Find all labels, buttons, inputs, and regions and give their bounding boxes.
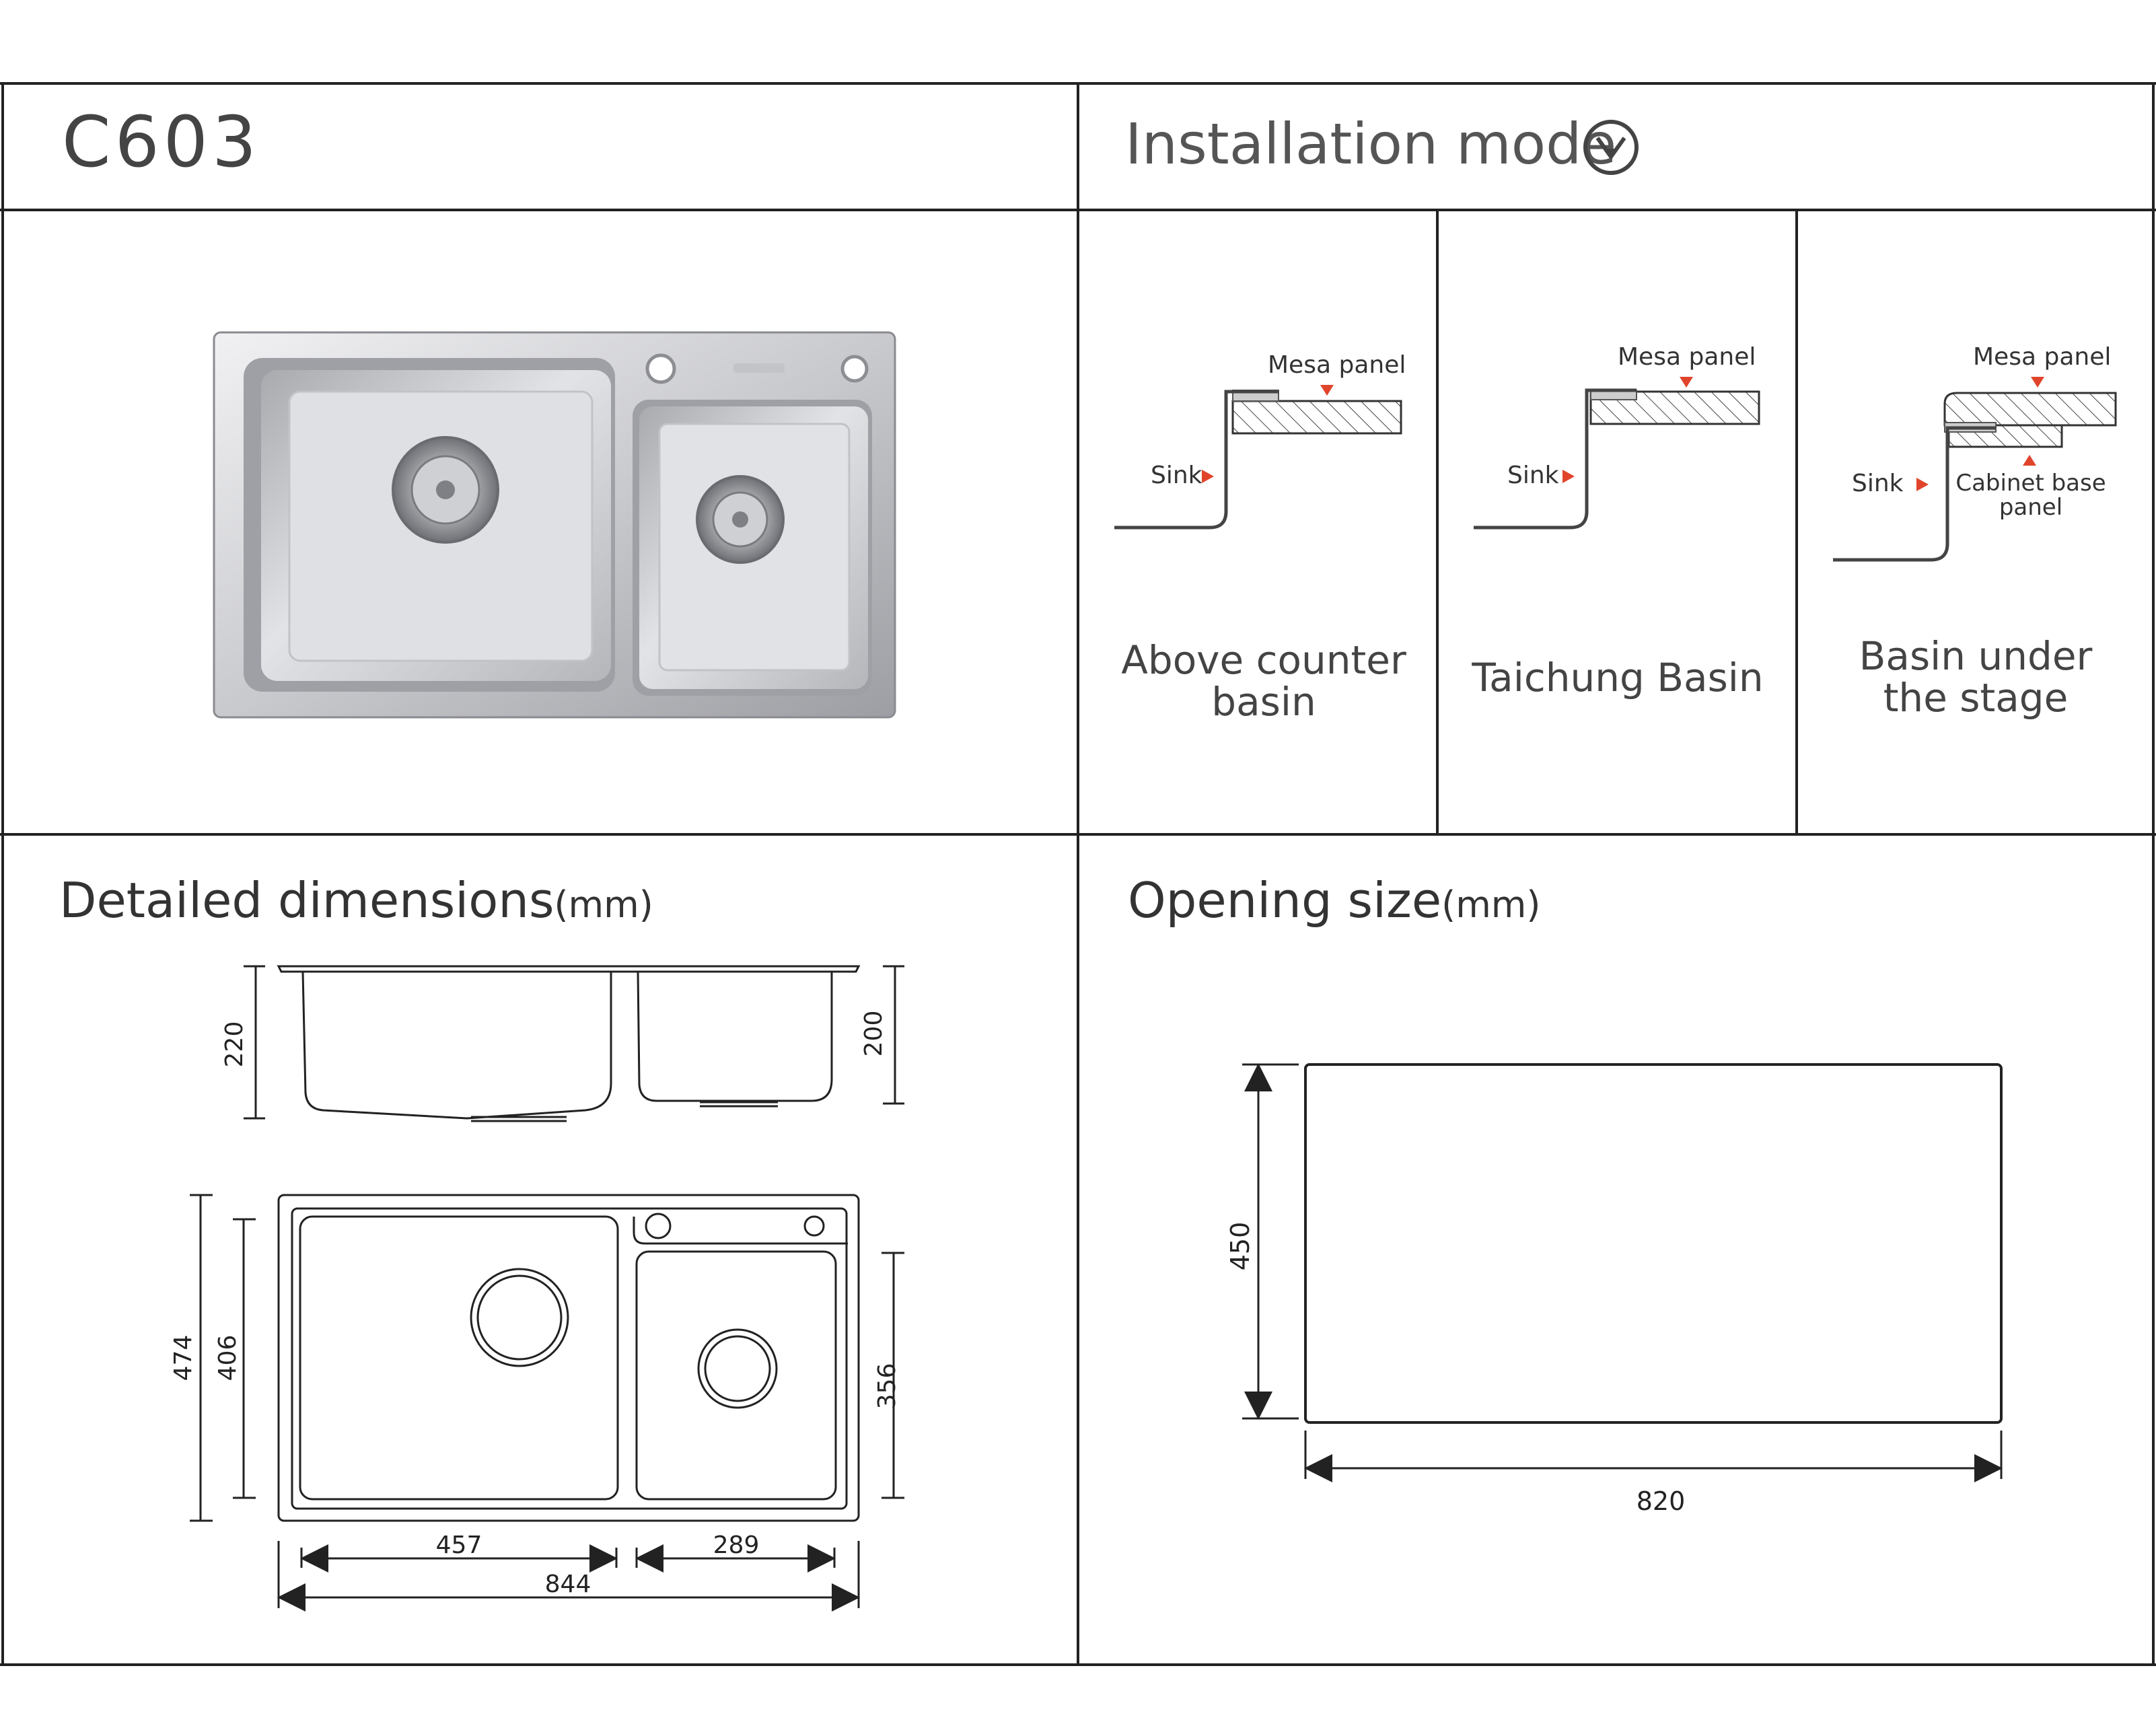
opening-size-heading: Opening size(mm) [1128,872,1540,929]
red-arrow-icon [1320,385,1334,396]
dim-inner-depth-left: 406 [214,1335,242,1381]
detailed-dimensions-heading: Detailed dimensions(mm) [59,872,653,929]
mesa-panel-label: Mesa panel [1268,351,1406,379]
opening-height: 450 [1225,1222,1255,1271]
dim-overall-width: 844 [545,1571,591,1598]
table-borders [0,82,2156,1666]
sink-label: Sink [1151,462,1202,489]
dim-overall-depth: 474 [170,1335,197,1381]
opening-width: 820 [1637,1486,1686,1516]
cabinet-base-panel-label: Cabinet base panel [1955,470,2106,521]
red-arrow-icon [2031,377,2044,388]
installation-mode-title: Installation mode [1125,111,1617,177]
red-arrow-icon [1562,470,1575,483]
dim-depth-left: 220 [221,1021,248,1068]
red-arrow-icon [1680,377,1693,388]
dim-bowl-right-width: 289 [713,1531,760,1559]
unit-label: (mm) [1441,883,1541,926]
unit-label: (mm) [554,883,653,926]
dim-inner-depth-right: 356 [873,1363,901,1410]
install-diagram-under-stage [1833,377,2117,562]
install-diagram-taichung [1474,377,1760,530]
top-view-drawing [190,1194,904,1612]
opening-drawing [1242,1063,2003,1482]
red-arrow-icon [1202,470,1214,483]
chevron-down-circle-icon [1583,120,1639,175]
install-mode-name: Taichung Basin [1472,655,1764,700]
dim-bowl-left-width: 457 [436,1531,482,1559]
section-title: Detailed dimensions [59,872,554,929]
sink-label: Sink [1852,470,1904,497]
sink-label: Sink [1507,462,1559,489]
mesa-panel-label: Mesa panel [1618,343,1756,371]
install-mode-name: Basin under the stage [1859,633,2093,721]
sink-product-image [213,331,896,719]
section-title: Opening size [1128,872,1442,929]
dim-depth-right: 200 [860,1011,888,1057]
install-diagram-above-counter [1114,385,1402,530]
side-view-drawing [244,965,904,1122]
install-mode-name: Above counter basin [1121,637,1406,725]
red-arrow-icon [2023,455,2036,466]
mesa-panel-label: Mesa panel [1973,343,2112,371]
model-number: C603 [62,101,261,183]
red-arrow-icon [1916,478,1929,491]
